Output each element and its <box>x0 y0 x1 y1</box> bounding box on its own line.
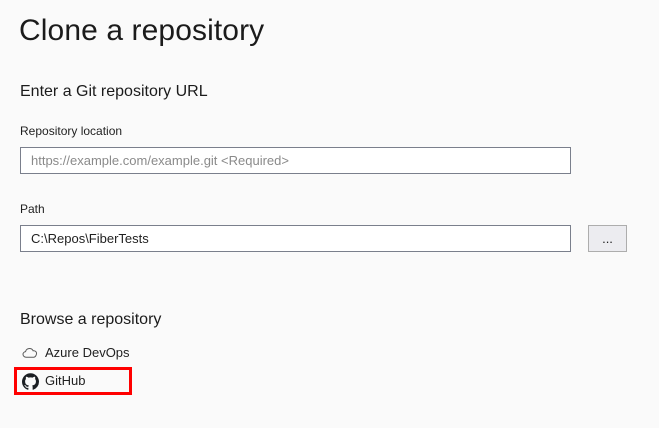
repo-source-label: Azure DevOps <box>45 345 130 360</box>
url-section-heading: Enter a Git repository URL <box>20 83 208 100</box>
browse-path-button[interactable]: ... <box>588 225 627 252</box>
repository-location-input[interactable] <box>20 147 571 174</box>
repo-source-label: GitHub <box>45 373 86 388</box>
cloud-icon <box>20 343 40 363</box>
github-icon <box>20 371 40 391</box>
browse-section-heading: Browse a repository <box>20 311 162 328</box>
repo-source-azure-devops[interactable]: Azure DevOps <box>20 342 130 364</box>
page-title: Clone a repository <box>19 14 265 47</box>
repo-source-github[interactable]: GitHub <box>20 370 85 392</box>
repository-location-label: Repository location <box>20 124 123 138</box>
path-label: Path <box>20 202 45 216</box>
path-input[interactable] <box>20 225 571 252</box>
